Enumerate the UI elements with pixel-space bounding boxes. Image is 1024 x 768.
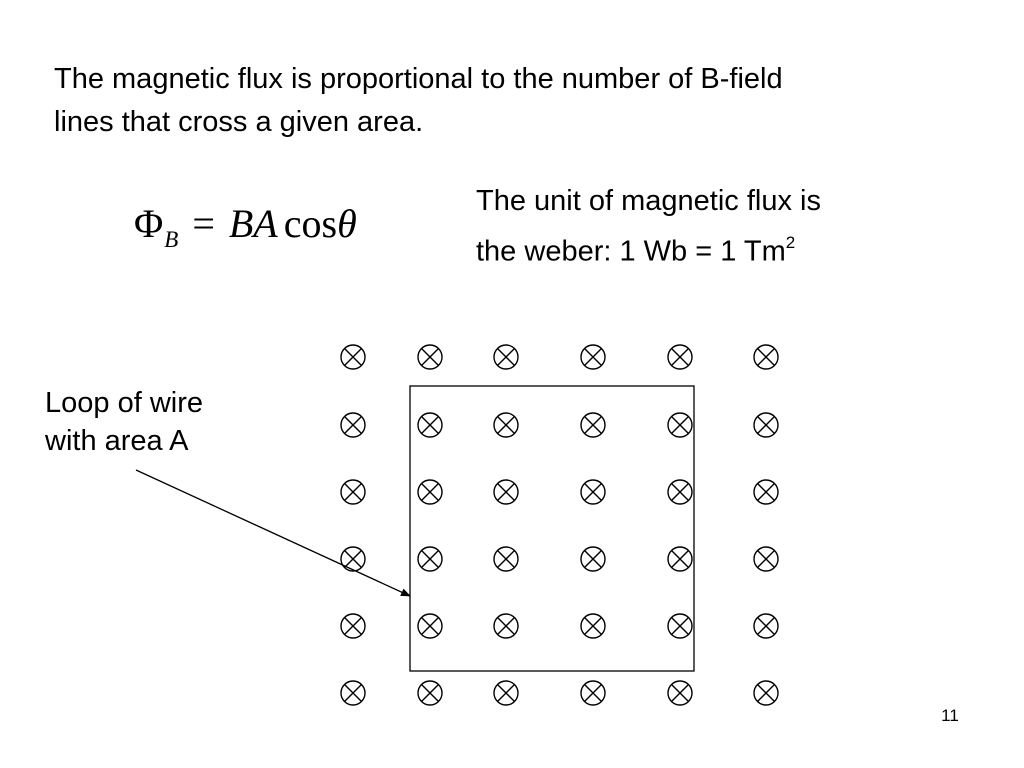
- field-into-page-icon: [417, 412, 443, 438]
- field-into-page-icon: [667, 546, 693, 572]
- loop-pointer-arrow: [135, 469, 411, 597]
- unit-note-superscript: 2: [785, 233, 796, 252]
- field-into-page-icon: [753, 546, 779, 572]
- field-into-page-icon: [493, 412, 519, 438]
- unit-note-line-2: the weber: 1 Wb = 1 Tm: [476, 235, 786, 268]
- field-into-page-icon: [580, 412, 606, 438]
- formula-phi: Φ: [134, 201, 164, 246]
- unit-note-line-1: The unit of magnetic flux is: [476, 185, 821, 217]
- loop-label: Loop of wire with area A: [45, 384, 265, 460]
- field-into-page-icon: [753, 613, 779, 639]
- field-into-page-icon: [417, 479, 443, 505]
- field-into-page-icon: [493, 479, 519, 505]
- unit-note: The unit of magnetic flux is the weber: …: [476, 180, 916, 274]
- formula-theta: θ: [337, 201, 357, 246]
- formula-subscript: B: [164, 227, 179, 252]
- field-into-page-icon: [340, 479, 366, 505]
- formula-cos: cos: [283, 201, 338, 246]
- field-into-page-icon: [580, 680, 606, 706]
- intro-line-2: lines that cross a given area.: [54, 106, 424, 138]
- formula-equals: =: [192, 201, 215, 246]
- field-into-page-icon: [340, 344, 366, 370]
- field-into-page-icon: [493, 546, 519, 572]
- field-into-page-icon: [667, 412, 693, 438]
- field-into-page-icon: [417, 546, 443, 572]
- field-into-page-icon: [667, 479, 693, 505]
- wire-loop: [409, 385, 695, 672]
- field-into-page-icon: [493, 680, 519, 706]
- field-into-page-icon: [667, 344, 693, 370]
- formula-ba: BA: [228, 201, 278, 246]
- field-into-page-icon: [753, 680, 779, 706]
- field-into-page-icon: [340, 613, 366, 639]
- field-into-page-icon: [340, 546, 366, 572]
- page-number: 11: [941, 706, 959, 725]
- intro-line-1: The magnetic flux is proportional to the…: [54, 63, 783, 95]
- field-into-page-icon: [753, 479, 779, 505]
- field-into-page-icon: [667, 680, 693, 706]
- field-into-page-icon: [580, 613, 606, 639]
- field-symbol-grid: [340, 344, 779, 706]
- field-into-page-icon: [580, 479, 606, 505]
- field-into-page-icon: [753, 344, 779, 370]
- field-into-page-icon: [580, 546, 606, 572]
- field-into-page-icon: [340, 680, 366, 706]
- intro-text: The magnetic flux is proportional to the…: [54, 58, 954, 144]
- field-into-page-icon: [417, 613, 443, 639]
- field-into-page-icon: [493, 613, 519, 639]
- loop-label-line-1: Loop of wire: [45, 387, 203, 419]
- field-into-page-icon: [580, 344, 606, 370]
- field-into-page-icon: [417, 344, 443, 370]
- field-into-page-icon: [493, 344, 519, 370]
- field-into-page-icon: [417, 680, 443, 706]
- loop-label-line-2: with area A: [45, 425, 189, 457]
- field-into-page-icon: [340, 412, 366, 438]
- field-into-page-icon: [667, 613, 693, 639]
- field-into-page-icon: [753, 412, 779, 438]
